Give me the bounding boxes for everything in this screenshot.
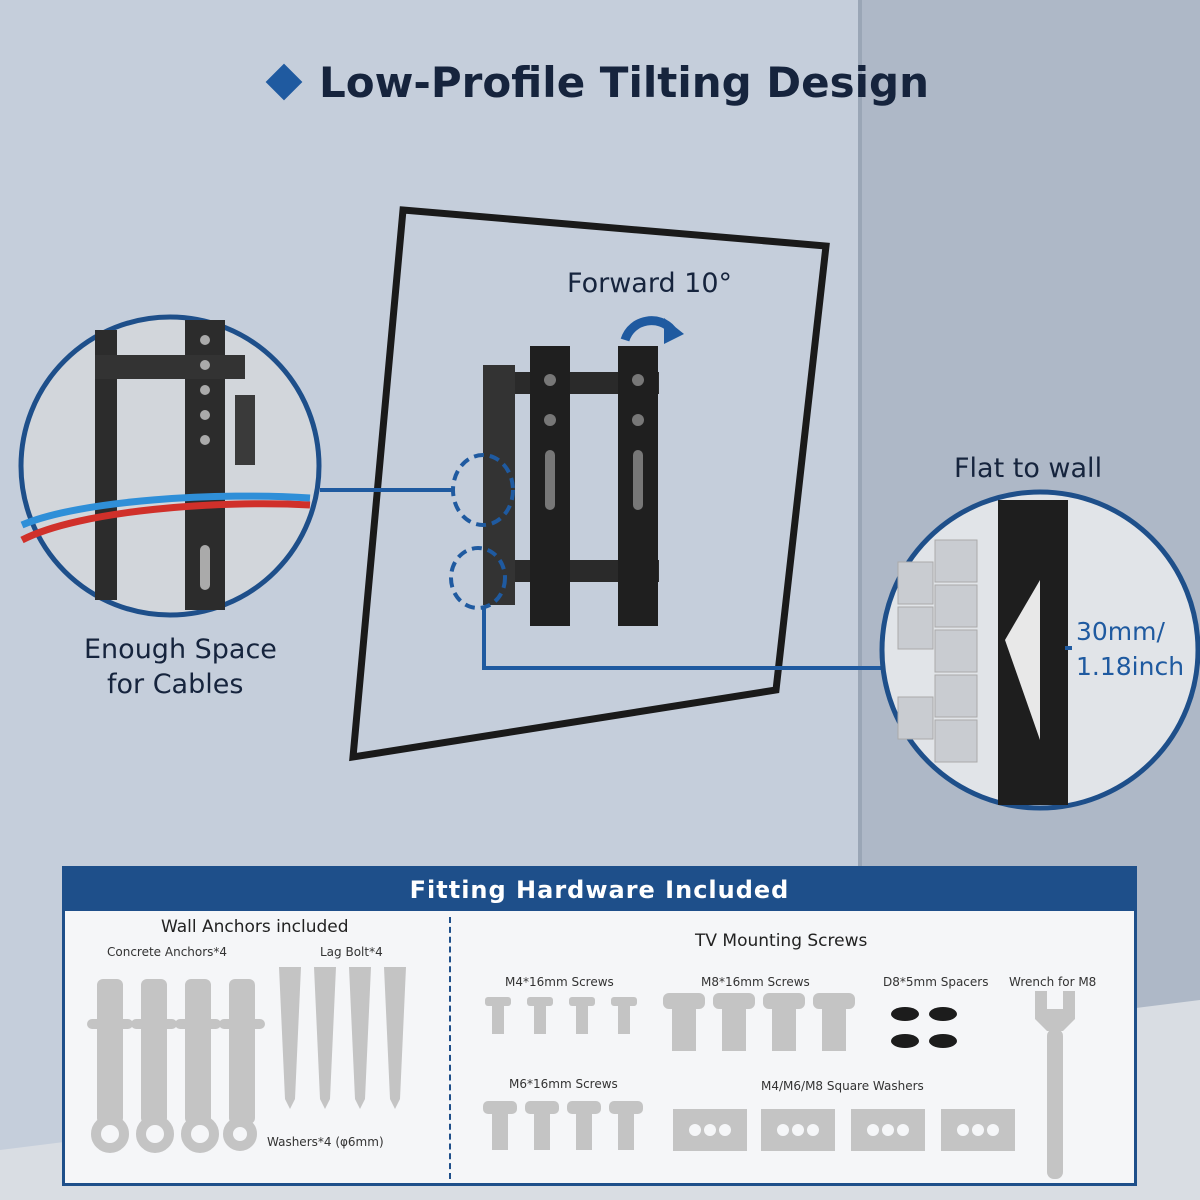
spacer-icons: [891, 1007, 957, 1048]
concrete-anchor-icons: [87, 979, 265, 1124]
depth-label-2: 1.18inch: [1076, 652, 1185, 681]
tilt-mount-bracket: [483, 346, 659, 626]
panel-divider: [449, 917, 451, 1179]
lag-bolt-icons: [279, 967, 406, 1109]
cable-space-detail: [18, 314, 322, 618]
m6-screws-label: M6*16mm Screws: [509, 1077, 618, 1091]
flat-to-wall-label: Flat to wall: [954, 453, 1103, 484]
m4-screws-label: M4*16mm Screws: [505, 975, 614, 989]
wrench-icon: [1035, 991, 1075, 1179]
square-washers-label: M4/M6/M8 Square Washers: [761, 1079, 924, 1093]
flat-to-wall-detail: [879, 489, 1200, 811]
tv-screws-heading: TV Mounting Screws: [695, 931, 868, 951]
cables-label-2: for Cables: [107, 669, 244, 700]
m6-screw-icons: [483, 1101, 643, 1150]
m4-screw-icons: [485, 997, 637, 1034]
wrench-label: Wrench for M8: [1009, 975, 1097, 989]
square-washer-icons: [673, 1109, 1015, 1151]
m8-screw-icons: [663, 993, 855, 1051]
tilt-label: Forward 10°: [567, 268, 733, 299]
hardware-illustrations: [87, 967, 1075, 1179]
lag-bolt-label: Lag Bolt*4: [320, 945, 383, 959]
depth-label-1: 30mm/: [1076, 617, 1165, 646]
spacers-label: D8*5mm Spacers: [883, 975, 989, 989]
page-title: Low-Profile Tilting Design: [0, 58, 1200, 107]
diamond-bullet-icon: [265, 63, 303, 100]
tv-frame: [349, 206, 830, 762]
washer-icons: [91, 1115, 257, 1153]
wall-anchors-heading: Wall Anchors included: [161, 917, 349, 937]
hardware-panel: Fitting Hardware Included: [62, 866, 1137, 1186]
m8-screws-label: M8*16mm Screws: [701, 975, 810, 989]
cables-label-1: Enough Space: [84, 634, 277, 665]
washers-label: Washers*4 (φ6mm): [267, 1135, 384, 1149]
hardware-header: Fitting Hardware Included: [65, 869, 1134, 911]
concrete-anchors-label: Concrete Anchors*4: [107, 945, 228, 959]
